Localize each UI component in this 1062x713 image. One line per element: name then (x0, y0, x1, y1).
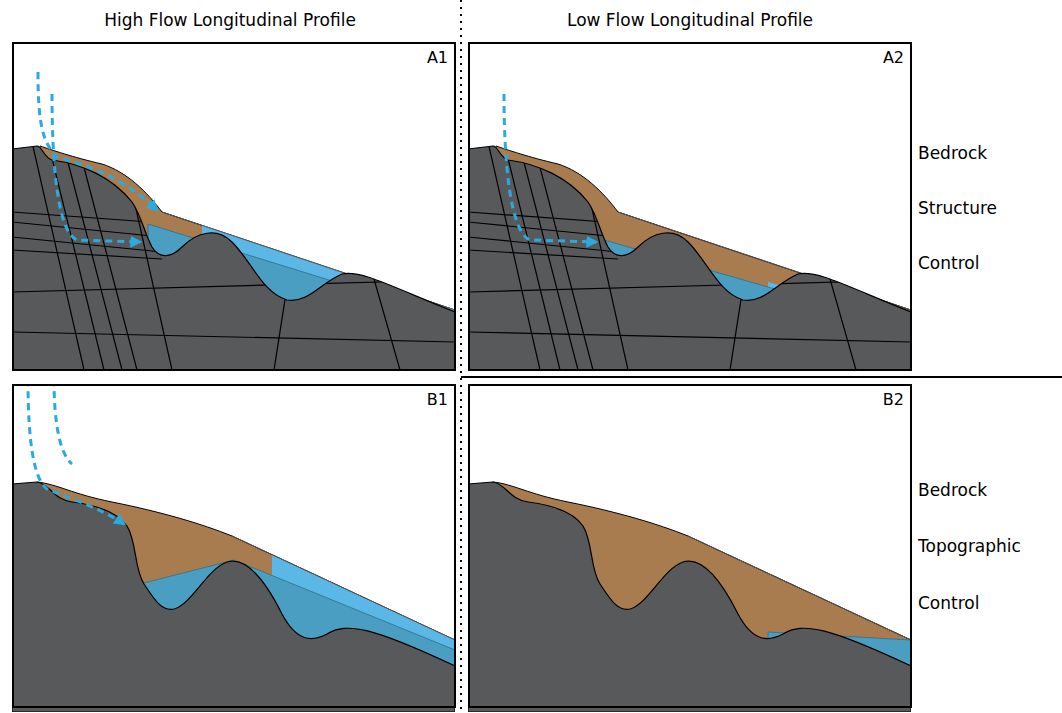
divider-line (461, 376, 1062, 378)
row-label: Bedrock (918, 143, 987, 163)
panel-art (12, 42, 455, 370)
row-label: Topographic (918, 536, 1021, 556)
panel-label: A2 (883, 48, 904, 67)
panel-art (12, 384, 455, 712)
panel-label: B2 (883, 390, 904, 409)
profile-panel: A2 (468, 42, 912, 371)
panel-label: B1 (427, 390, 448, 409)
panel-art (468, 42, 911, 370)
profile-panel: B1 (12, 384, 456, 708)
row-label: Bedrock (918, 480, 987, 500)
row-label: Control (918, 593, 979, 613)
panel-art (468, 384, 911, 712)
divider-line (460, 0, 462, 713)
column-heading: High Flow Longitudinal Profile (104, 10, 356, 30)
profile-panel: B2 (468, 384, 912, 708)
row-label: Structure (918, 198, 997, 218)
row-label: Control (918, 253, 979, 273)
column-heading: Low Flow Longitudinal Profile (567, 10, 813, 30)
profile-panel: A1 (12, 42, 456, 371)
panel-label: A1 (427, 48, 448, 67)
